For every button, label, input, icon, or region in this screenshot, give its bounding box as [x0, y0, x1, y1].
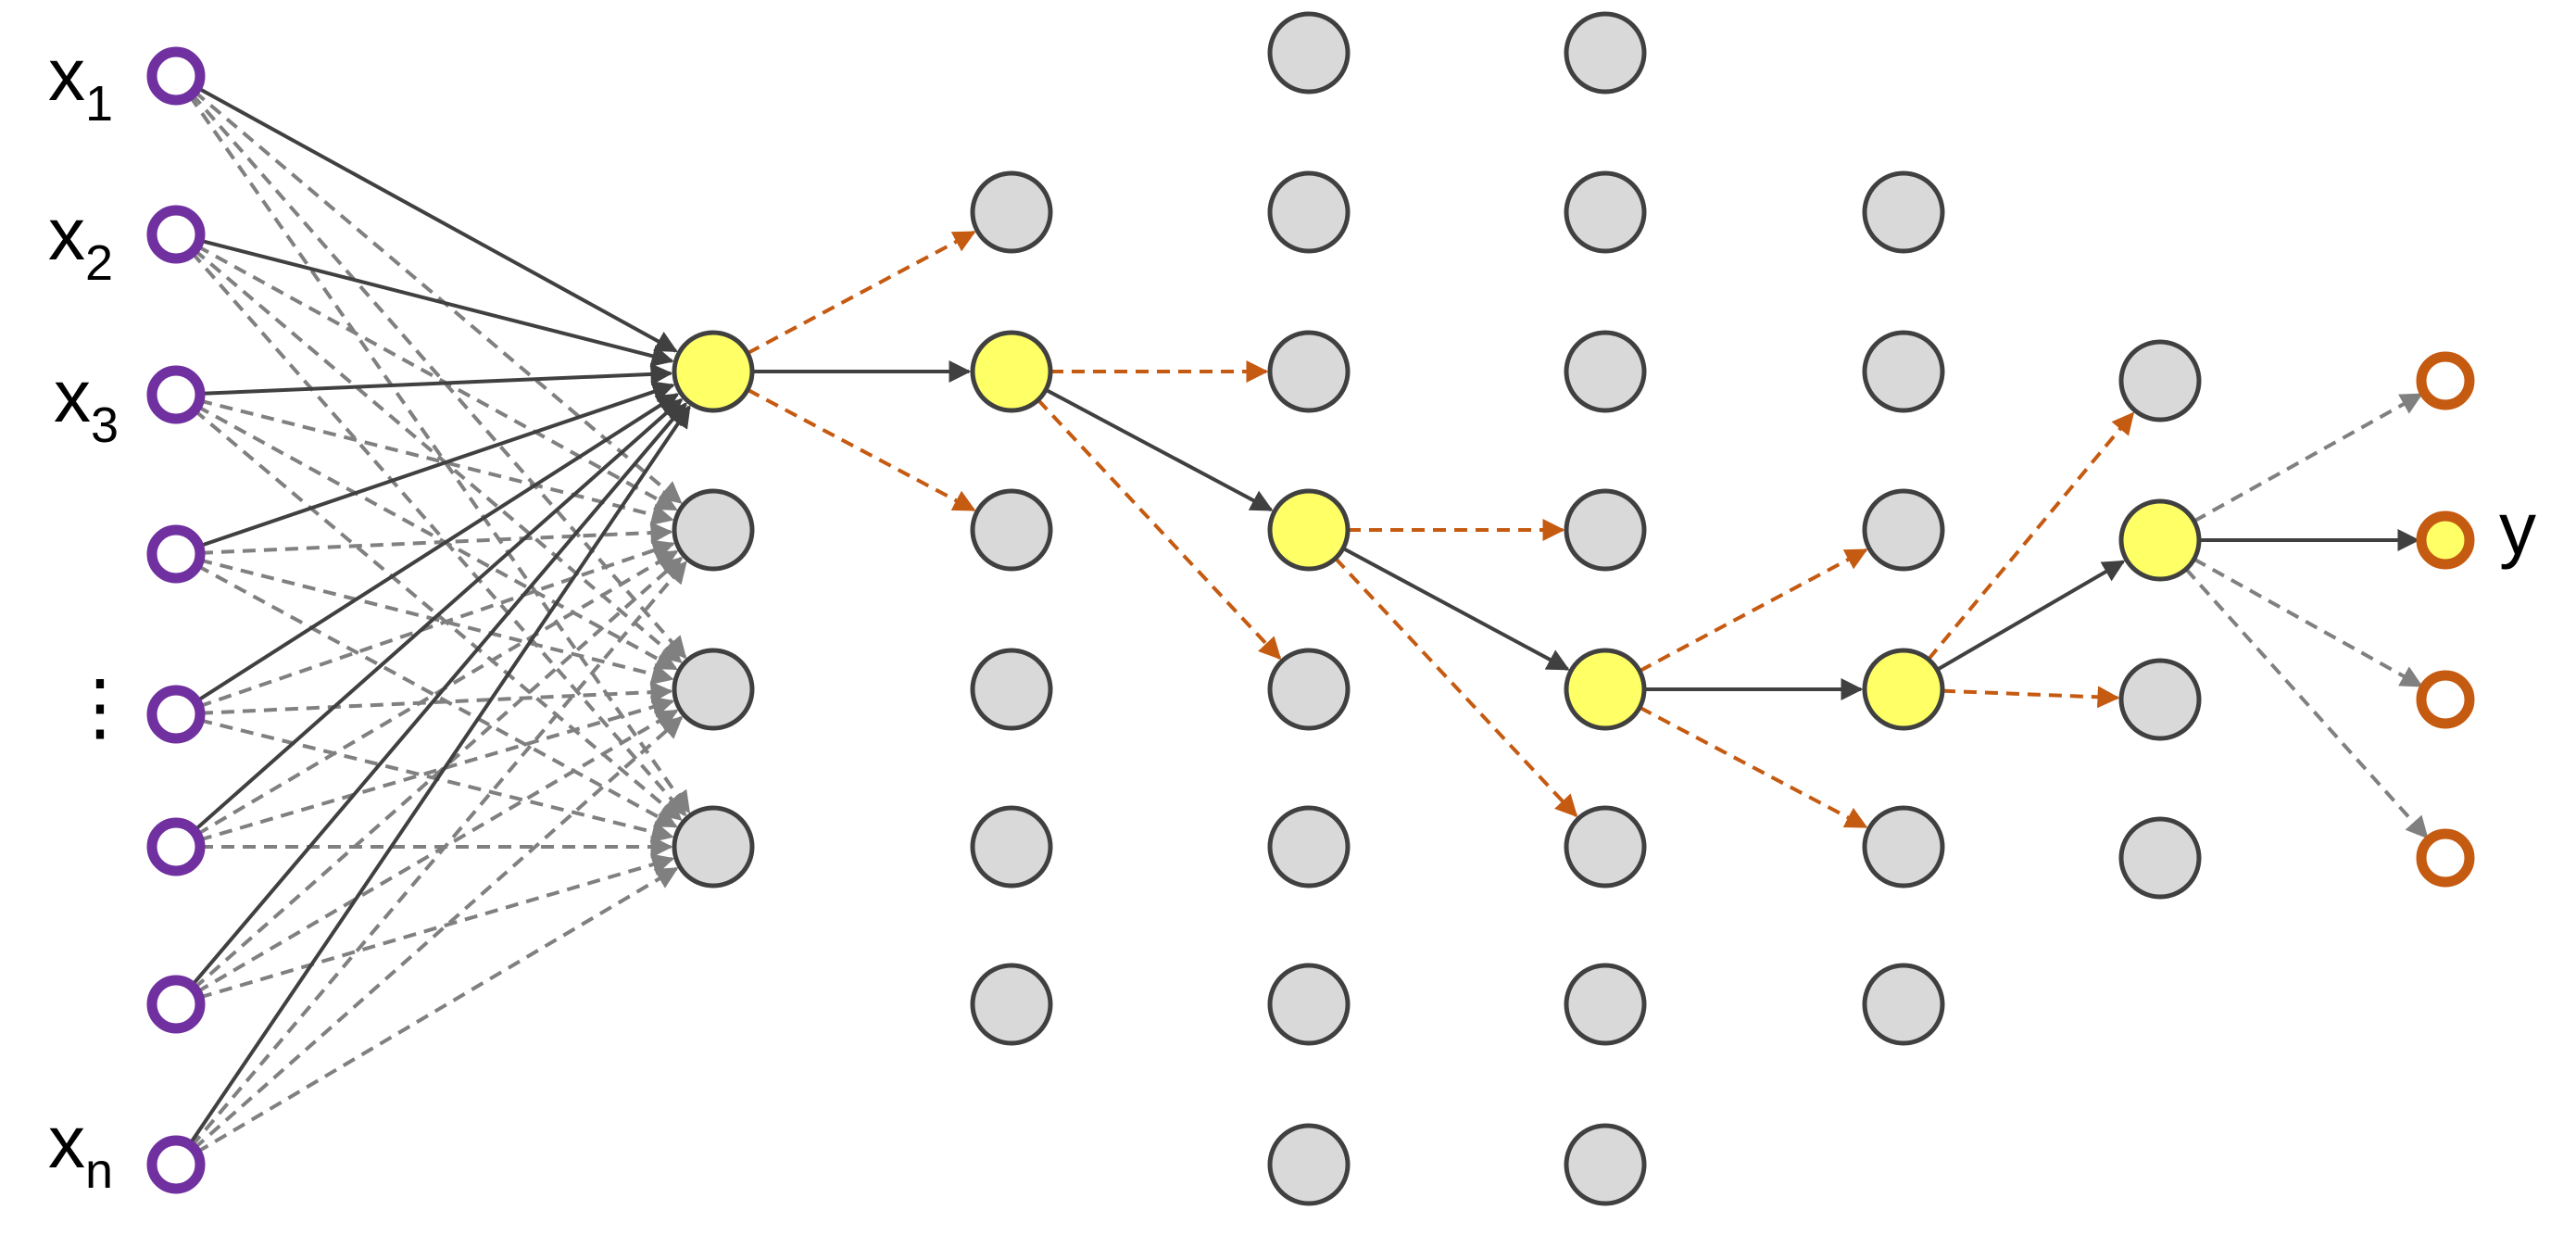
hidden-node-l1-0-active [672, 330, 755, 413]
output-node-l7-0 [2416, 351, 2475, 410]
edge-input-7-to-hidden1-3 [195, 866, 679, 1154]
output-label-y: y [2499, 487, 2536, 570]
hidden-node-l3-5 [1267, 805, 1351, 888]
hidden-node-l3-0 [1267, 11, 1351, 95]
hidden-node-l5-0 [1862, 170, 1945, 254]
edge-input-0-to-hidden1-3 [188, 95, 691, 814]
edge-candidate-4-4 [1639, 705, 1868, 829]
hidden-node-l5-1 [1862, 330, 1945, 413]
edge-candidate-2-4 [1037, 398, 1282, 661]
input-labels: x1 x2 x3 ⋮ xn [48, 33, 137, 1199]
hidden-node-l3-3-active [1267, 488, 1351, 572]
edge-input-2-to-hidden1-1 [198, 398, 674, 526]
hidden-node-l6-2 [2118, 658, 2202, 741]
edge-input-7-to-hidden1-2 [193, 715, 684, 1151]
edge-active-path-3 [1342, 547, 1570, 671]
edge-candidate-5-2 [1941, 686, 2120, 709]
input-node-l0-4 [146, 685, 206, 744]
edge-input-4-to-hidden1-2 [199, 681, 673, 715]
hidden-node-l4-1 [1564, 170, 1647, 254]
input-node-l0-0 [146, 46, 206, 106]
input-label-1: x1 [48, 33, 113, 132]
output-node-l7-2 [2416, 670, 2475, 729]
hidden-node-l2-3 [970, 648, 1053, 731]
hidden-node-l2-0 [970, 170, 1053, 254]
hidden-node-l6-0 [2118, 339, 2202, 422]
edge-input-1-to-active [198, 238, 674, 367]
hidden-node-l5-2 [1862, 488, 1945, 572]
input-label-2: x2 [48, 193, 113, 291]
edge-output-alt-2 [2193, 557, 2423, 688]
output-node-l7-3 [2416, 828, 2475, 888]
edge-input-3-to-hidden1-1 [199, 522, 673, 555]
edge-candidate-1-0 [747, 230, 976, 355]
hidden-node-l2-2 [970, 488, 1053, 572]
edge-input-6-to-hidden1-1 [193, 556, 684, 990]
hidden-node-l5-3-active [1862, 648, 1945, 731]
edge-input-2-to-active [199, 362, 673, 396]
hidden-node-l4-6 [1564, 963, 1647, 1046]
edge-input-6-to-active [190, 402, 687, 988]
hidden-node-l4-7 [1564, 1123, 1647, 1206]
edges-group [187, 85, 2429, 1154]
hidden-node-l6-1-active [2118, 498, 2202, 582]
hidden-node-l3-6 [1267, 963, 1351, 1046]
edge-input-5-to-hidden1-1 [195, 549, 679, 837]
hidden-node-l3-1 [1267, 170, 1351, 254]
hidden-node-l4-0 [1564, 11, 1647, 95]
edge-candidate-5-0 [1927, 411, 2135, 661]
hidden-node-l1-3 [672, 805, 755, 888]
edge-output-alt-3 [2184, 567, 2429, 839]
hidden-node-l6-3 [2118, 816, 2202, 900]
edge-input-0-to-hidden1-2 [190, 93, 687, 660]
hidden-node-l4-4-active [1564, 648, 1647, 731]
edge-input-1-to-hidden1-3 [190, 251, 687, 817]
input-node-l0-1 [146, 205, 206, 264]
edge-input-6-to-hidden1-2 [195, 709, 679, 994]
hidden-node-l2-4 [970, 805, 1053, 888]
input-node-l0-6 [146, 975, 206, 1034]
edge-active-path-2 [1045, 387, 1274, 512]
edge-output-alt-0 [2193, 392, 2423, 523]
nodes-group [146, 11, 2475, 1206]
edge-input-1-to-hidden1-1 [195, 244, 678, 511]
edge-input-7-to-hidden1-1 [190, 561, 687, 1148]
hidden-node-l1-1 [672, 488, 755, 572]
hidden-node-l5-4 [1862, 805, 1945, 888]
edge-input-5-to-hidden1-2 [198, 696, 675, 842]
input-node-l0-2 [146, 365, 206, 424]
hidden-node-l1-2 [672, 648, 755, 731]
hidden-node-l4-5 [1564, 805, 1647, 888]
edge-candidate-3-5 [1334, 557, 1578, 818]
vertical-ellipsis: ⋮ [63, 665, 137, 748]
edge-input-6-to-hidden1-3 [198, 853, 675, 1000]
edge-input-0-to-active [195, 85, 678, 353]
edge-input-7-to-active [187, 405, 691, 1146]
hidden-node-l4-3 [1564, 488, 1647, 572]
edge-input-5-to-active [193, 397, 684, 833]
hidden-node-l5-5 [1862, 963, 1945, 1046]
hidden-node-l2-5 [970, 963, 1053, 1046]
hidden-node-l4-2 [1564, 330, 1647, 413]
input-label-3: x3 [54, 355, 119, 453]
edge-input-3-to-hidden1-3 [195, 563, 678, 828]
edge-input-2-to-hidden1-2 [195, 404, 678, 671]
hidden-node-l2-1-active [970, 330, 1053, 413]
input-node-l0-3 [146, 524, 206, 584]
input-node-l0-7 [146, 1135, 206, 1194]
hidden-node-l3-2 [1267, 330, 1351, 413]
input-label-n: xn [48, 1101, 113, 1199]
edge-active-path-5 [1936, 560, 2126, 672]
hidden-node-l3-4 [1267, 648, 1351, 731]
input-node-l0-5 [146, 817, 206, 876]
output-node-l7-1-active [2416, 510, 2475, 570]
edge-candidate-1-2 [747, 387, 976, 512]
edge-input-4-to-hidden1-1 [197, 539, 675, 709]
hidden-node-l3-7 [1267, 1123, 1351, 1206]
edge-input-4-to-active [195, 393, 680, 703]
edge-input-3-to-active [197, 381, 675, 548]
edge-candidate-4-2 [1639, 548, 1868, 673]
